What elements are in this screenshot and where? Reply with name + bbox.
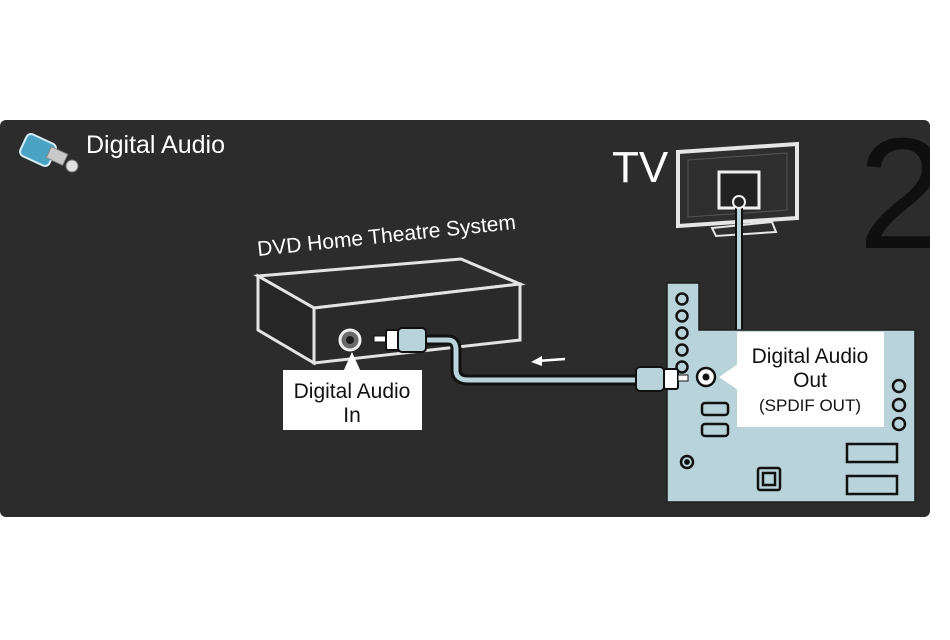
- left-arrow-icon: [531, 356, 565, 366]
- callout-in-line1: Digital Audio: [294, 380, 411, 403]
- coaxial-audio-cable: [428, 340, 640, 380]
- home-theatre-label: DVD Home Theatre System: [256, 211, 517, 261]
- step-number: 2: [858, 120, 930, 282]
- callout-out-line3: (SPDIF OUT): [759, 396, 861, 415]
- digital-audio-plug-icon: [18, 132, 78, 172]
- header-title: Digital Audio: [86, 131, 225, 159]
- digital-audio-in-port: [340, 330, 360, 350]
- connection-diagram: Digital Audio 2 TV DVD Home Th: [0, 120, 930, 517]
- diagram-panel: Digital Audio 2 TV DVD Home Th: [0, 120, 930, 517]
- callout-digital-audio-in: Digital Audio In: [283, 352, 422, 430]
- spdif-out-port: [697, 368, 715, 386]
- callout-in-line2: In: [343, 404, 361, 427]
- callout-out-line1: Digital Audio: [752, 345, 869, 368]
- callout-digital-audio-out: Digital Audio Out (SPDIF OUT): [719, 332, 884, 427]
- callout-out-line2: Out: [793, 369, 827, 392]
- tv-label: TV: [612, 143, 669, 192]
